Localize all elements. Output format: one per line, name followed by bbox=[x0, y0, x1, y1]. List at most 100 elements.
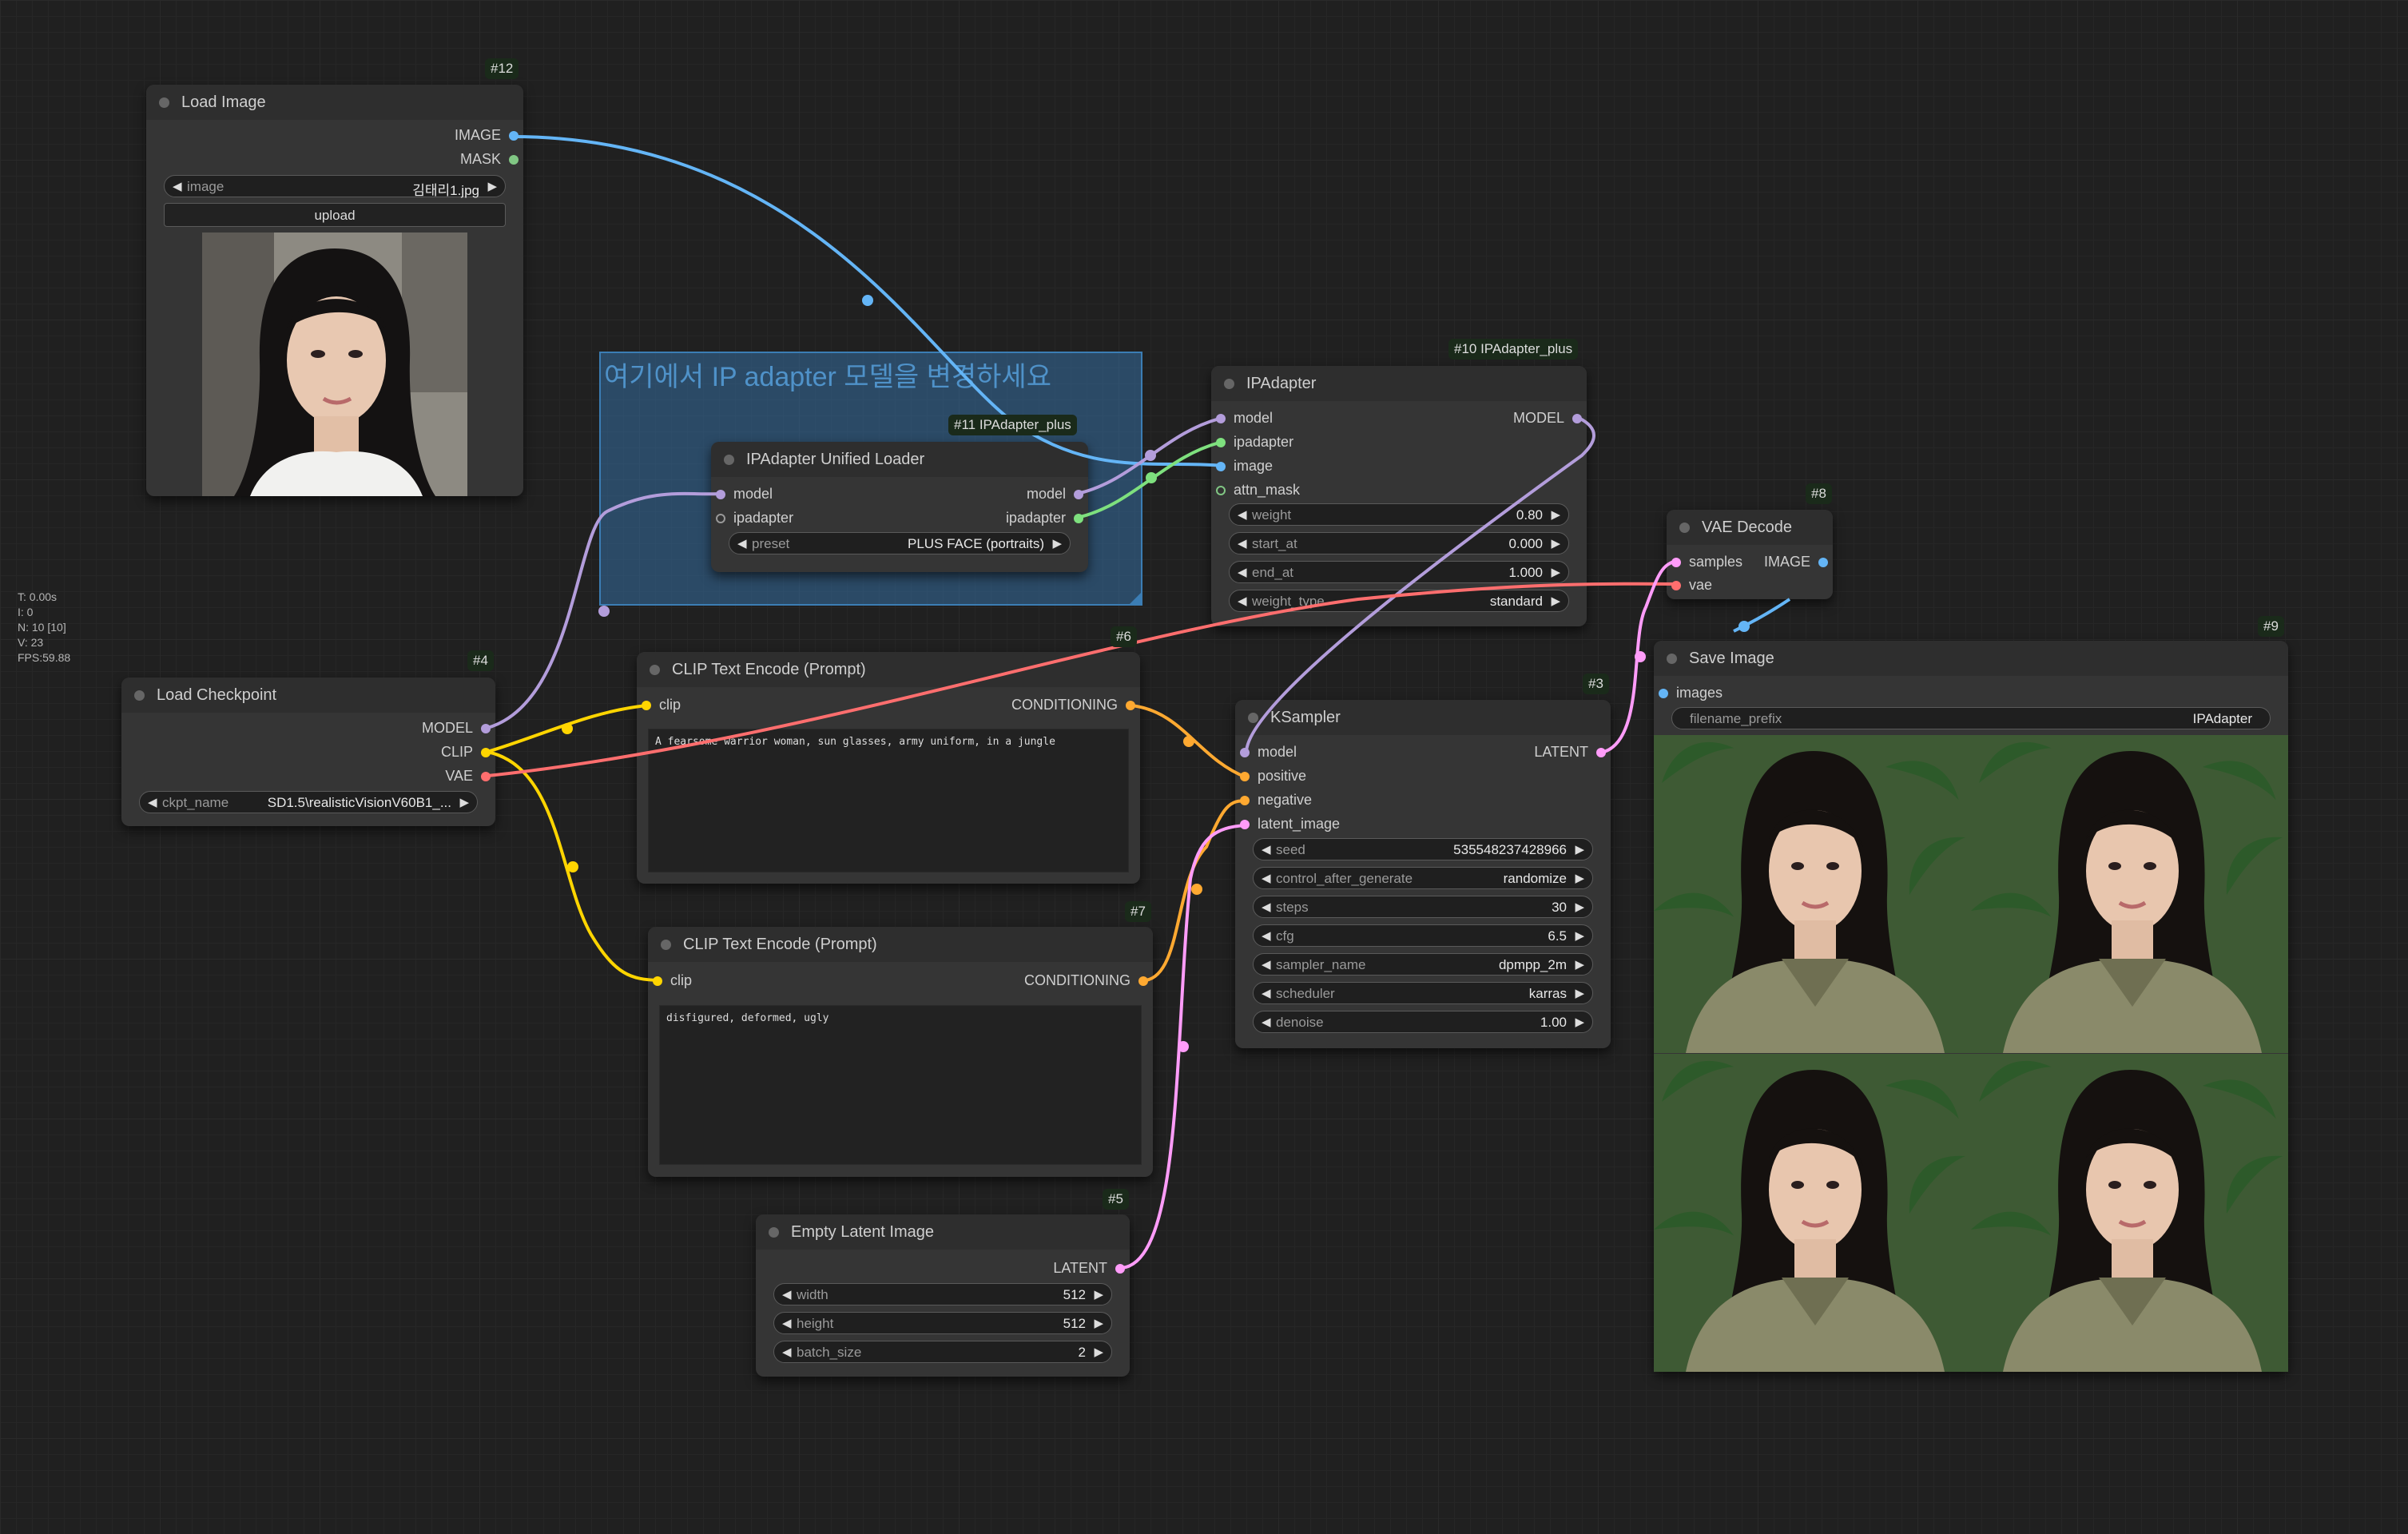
output-conditioning[interactable]: CONDITIONING bbox=[1011, 697, 1135, 713]
collapse-dot-icon[interactable] bbox=[724, 455, 734, 465]
node-clip-text-encode-negative[interactable]: CLIP Text Encode (Prompt) clip CONDITION… bbox=[648, 927, 1153, 1177]
node-clip-text-encode-positive[interactable]: CLIP Text Encode (Prompt) clip CONDITION… bbox=[637, 652, 1140, 884]
node-header[interactable]: Load Image bbox=[146, 85, 523, 120]
output-ipadapter[interactable]: ipadapter bbox=[1006, 510, 1083, 527]
input-attn-mask[interactable]: attn_mask bbox=[1216, 482, 1300, 499]
input-negative[interactable]: negative bbox=[1240, 792, 1312, 809]
arrow-left-icon: ◀ bbox=[1262, 843, 1271, 856]
input-clip[interactable]: clip bbox=[653, 972, 692, 989]
input-image[interactable]: image bbox=[1216, 458, 1273, 475]
node-header[interactable]: Save Image bbox=[1654, 641, 2288, 676]
output-image-grid bbox=[1654, 735, 2288, 1372]
upload-button[interactable]: upload bbox=[164, 203, 506, 227]
output-model[interactable]: model bbox=[1027, 486, 1083, 503]
node-id-badge: #12 bbox=[485, 58, 519, 79]
output-dot-icon bbox=[481, 724, 491, 733]
input-vae[interactable]: vae bbox=[1671, 577, 1712, 594]
wire-midpoint-image2 bbox=[1738, 621, 1750, 632]
collapse-dot-icon[interactable] bbox=[1667, 654, 1677, 664]
output-latent[interactable]: LATENT bbox=[1534, 744, 1606, 761]
node-header[interactable]: KSampler bbox=[1235, 700, 1611, 735]
node-ksampler[interactable]: KSampler model positive negative latent_… bbox=[1235, 700, 1611, 1048]
arrow-right-icon: ▶ bbox=[1575, 958, 1584, 972]
node-header[interactable]: IPAdapter bbox=[1211, 366, 1587, 401]
input-dot-icon bbox=[1216, 486, 1226, 495]
wire-midpoint-clip2 bbox=[567, 861, 578, 872]
group-resize-handle[interactable] bbox=[1130, 593, 1141, 604]
node-ipadapter-unified-loader[interactable]: IPAdapter Unified Loader model ipadapter… bbox=[711, 442, 1088, 572]
wire-positive bbox=[1130, 704, 1247, 779]
wire-midpoint-model bbox=[598, 606, 610, 617]
input-samples[interactable]: samples bbox=[1671, 554, 1742, 570]
node-title: Load Image bbox=[181, 93, 266, 111]
prompt-textarea[interactable]: disfigured, deformed, ugly bbox=[659, 1005, 1142, 1165]
collapse-dot-icon[interactable] bbox=[650, 665, 660, 675]
input-dot-icon bbox=[1240, 796, 1250, 805]
input-model[interactable]: model bbox=[1240, 744, 1297, 761]
input-images[interactable]: images bbox=[1659, 685, 1723, 701]
output-vae[interactable]: VAE bbox=[445, 768, 491, 785]
output-image[interactable]: IMAGE bbox=[1764, 554, 1828, 570]
node-header[interactable]: Empty Latent Image bbox=[756, 1214, 1130, 1250]
input-positive[interactable]: positive bbox=[1240, 768, 1306, 785]
output-model[interactable]: MODEL bbox=[1513, 410, 1582, 427]
collapse-dot-icon[interactable] bbox=[1224, 379, 1234, 389]
collapse-dot-icon[interactable] bbox=[1679, 523, 1690, 533]
collapse-dot-icon[interactable] bbox=[159, 97, 169, 108]
input-ipadapter[interactable]: ipadapter bbox=[716, 510, 793, 527]
input-model[interactable]: model bbox=[716, 486, 773, 503]
collapse-dot-icon[interactable] bbox=[134, 690, 145, 701]
input-latent-image[interactable]: latent_image bbox=[1240, 816, 1340, 833]
node-header[interactable]: IPAdapter Unified Loader bbox=[711, 442, 1088, 477]
node-ipadapter[interactable]: IPAdapter model ipadapter image attn_mas… bbox=[1211, 366, 1587, 626]
node-header[interactable]: VAE Decode bbox=[1667, 510, 1833, 545]
prompt-textarea[interactable]: A fearsome warrior woman, sun glasses, a… bbox=[648, 729, 1129, 872]
input-model[interactable]: model bbox=[1216, 410, 1273, 427]
node-title: Save Image bbox=[1689, 650, 1774, 667]
collapse-dot-icon[interactable] bbox=[661, 940, 671, 950]
input-ipadapter[interactable]: ipadapter bbox=[1216, 434, 1293, 451]
collapse-dot-icon[interactable] bbox=[1248, 713, 1258, 723]
node-header[interactable]: CLIP Text Encode (Prompt) bbox=[648, 927, 1153, 962]
output-model[interactable]: MODEL bbox=[422, 720, 491, 737]
input-dot-icon bbox=[1671, 581, 1681, 590]
output-conditioning[interactable]: CONDITIONING bbox=[1024, 972, 1148, 989]
node-vae-decode[interactable]: VAE Decode samples vae IMAGE bbox=[1667, 510, 1833, 599]
node-header[interactable]: CLIP Text Encode (Prompt) bbox=[637, 652, 1140, 687]
node-header[interactable]: Load Checkpoint bbox=[121, 678, 495, 713]
arrow-right-icon: ▶ bbox=[1551, 594, 1560, 608]
input-clip[interactable]: clip bbox=[642, 697, 681, 713]
wire-image-to-save bbox=[1733, 598, 1791, 633]
output-image[interactable]: IMAGE bbox=[455, 127, 519, 144]
output-latent[interactable]: LATENT bbox=[1053, 1260, 1125, 1277]
output-dot-icon bbox=[481, 772, 491, 781]
wire-midpoint-neg bbox=[1191, 884, 1202, 895]
output-clip[interactable]: CLIP bbox=[441, 744, 491, 761]
node-load-checkpoint[interactable]: Load Checkpoint MODEL CLIP VAE ◀ckpt_nam… bbox=[121, 678, 495, 826]
output-dot-icon bbox=[1138, 976, 1148, 986]
output-mask[interactable]: MASK bbox=[460, 151, 519, 168]
collapse-dot-icon[interactable] bbox=[769, 1227, 779, 1238]
stat-nodes: N: 10 [10] bbox=[18, 621, 66, 634]
